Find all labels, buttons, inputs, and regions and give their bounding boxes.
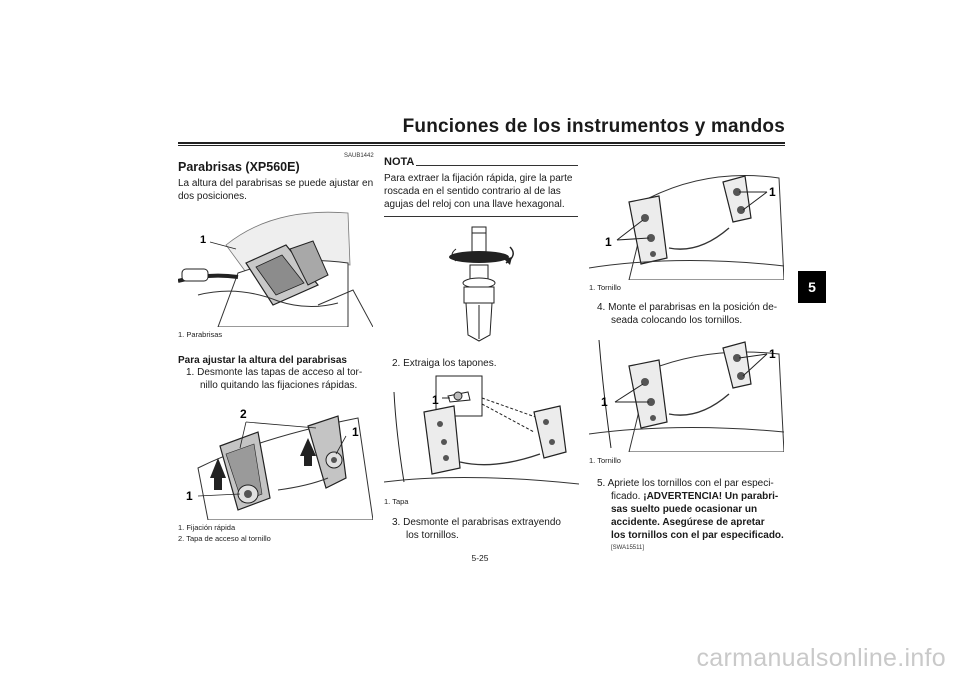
step-1-line-1: 1. Desmonte las tapas de acceso al tor- <box>186 367 363 378</box>
access-covers-illustration: 2 1 1 <box>186 407 374 521</box>
warning-code: [SWA15511] <box>611 545 645 551</box>
screws-install-illustration: 1 1 <box>588 339 785 453</box>
page-number: 5-25 <box>471 553 489 563</box>
nota-line-2: roscada en el sentido contrario al de la… <box>384 186 561 197</box>
nota-label: NOTA <box>384 156 415 168</box>
step-5-line-5: los tornillos con el par especificado. <box>611 530 784 541</box>
step-5-warning-start: ¡ADVERTENCIA! Un parabri- <box>643 491 779 502</box>
step-3-line-2: los tornillos. <box>406 530 459 541</box>
screws-remove-illustration: 1 1 <box>588 175 785 281</box>
step-2: 2. Extraiga los tapones. <box>392 358 497 369</box>
subheading-adjust: Para ajustar la altura del parabrisas <box>178 355 347 366</box>
step-5: 5. Apriete los tornillos con el par espe… <box>597 477 787 542</box>
fig1-callout-1: 1 <box>200 234 206 246</box>
fig5-callout-1a: 1 <box>769 347 776 361</box>
caps-illustration: 1 <box>383 375 580 485</box>
intro-line-1: La altura del parabrisas se puede ajusta… <box>178 178 374 189</box>
figure-caps: 1 <box>383 372 580 494</box>
step-4: 4. Monte el parabrisas en la posición de… <box>597 301 777 327</box>
windshield-illustration: 1 <box>177 211 374 328</box>
step-5-line-3: sas suelto puede ocasionar un <box>611 504 758 515</box>
figure-quick-fastener <box>430 225 530 345</box>
fig2-caption-2: 2. Tapa de acceso al tornillo <box>178 534 271 543</box>
fig2-callout-2: 2 <box>240 407 247 421</box>
nota-text: Para extraer la fijación rápida, gire la… <box>384 172 572 211</box>
fig3-callout-1: 1 <box>432 393 439 407</box>
step-4-line-1: 4. Monte el parabrisas en la posición de… <box>597 302 778 313</box>
section-heading: Parabrisas (XP560E) <box>178 160 300 174</box>
watermark: carmanualsonline.info <box>696 644 946 672</box>
step-1-line-2: nillo quitando las fijaciones rápidas. <box>200 380 358 391</box>
nota-rule-bottom <box>384 216 578 217</box>
figure-windshield: 1 <box>177 205 374 328</box>
title-rule <box>178 142 785 144</box>
title-rule-thin <box>178 145 785 146</box>
intro-line-2: dos posiciones. <box>178 191 247 202</box>
figure-screws-remove: 1 1 <box>588 158 785 281</box>
step-1: 1. Desmonte las tapas de acceso al tor- … <box>186 366 362 392</box>
chapter-tab: 5 <box>798 271 826 303</box>
figure-screws-install: 1 1 <box>588 330 785 453</box>
step-5-line-1: 5. Apriete los tornillos con el par espe… <box>597 478 774 489</box>
fig4-caption: 1. Tornillo <box>589 283 621 292</box>
fig3-caption: 1. Tapa <box>384 497 409 506</box>
section-code: SAUB1442 <box>344 153 374 159</box>
step-3: 3. Desmonte el parabrisas extrayendo los… <box>392 516 561 542</box>
fig5-caption: 1. Tornillo <box>589 456 621 465</box>
nota-line-1: Para extraer la fijación rápida, gire la… <box>384 173 573 184</box>
fig5-callout-1b: 1 <box>601 395 608 409</box>
fig4-callout-1b: 1 <box>605 235 612 249</box>
intro-paragraph: La altura del parabrisas se puede ajusta… <box>178 177 373 203</box>
fig2-callout-1a: 1 <box>352 425 359 439</box>
step-5-line-2: ficado. ¡ADVERTENCIA! Un parabri- <box>597 490 787 503</box>
fig2-caption-1: 1. Fijación rápida <box>178 523 236 532</box>
fig1-caption: 1. Parabrisas <box>178 330 223 339</box>
page-title: Funciones de los instrumentos y mandos <box>402 116 785 137</box>
fig4-callout-1a: 1 <box>769 185 776 199</box>
fig2-captions: 1. Fijación rápida 2. Tapa de acceso al … <box>178 522 271 544</box>
nota-line-3: agujas del reloj con una llave hexagonal… <box>384 199 565 210</box>
nota-rule-top <box>416 165 578 166</box>
figure-access-covers: 2 1 1 <box>178 398 374 521</box>
fig2-callout-1b: 1 <box>186 489 193 503</box>
step-5-line-2-prefix: ficado. <box>611 491 644 502</box>
step-5-line-4: accidente. Asegúrese de apretar <box>611 517 765 528</box>
step-3-line-1: 3. Desmonte el parabrisas extrayendo <box>392 517 561 528</box>
quick-fastener-illustration <box>449 226 514 342</box>
step-4-line-2: seada colocando los tornillos. <box>611 315 743 326</box>
